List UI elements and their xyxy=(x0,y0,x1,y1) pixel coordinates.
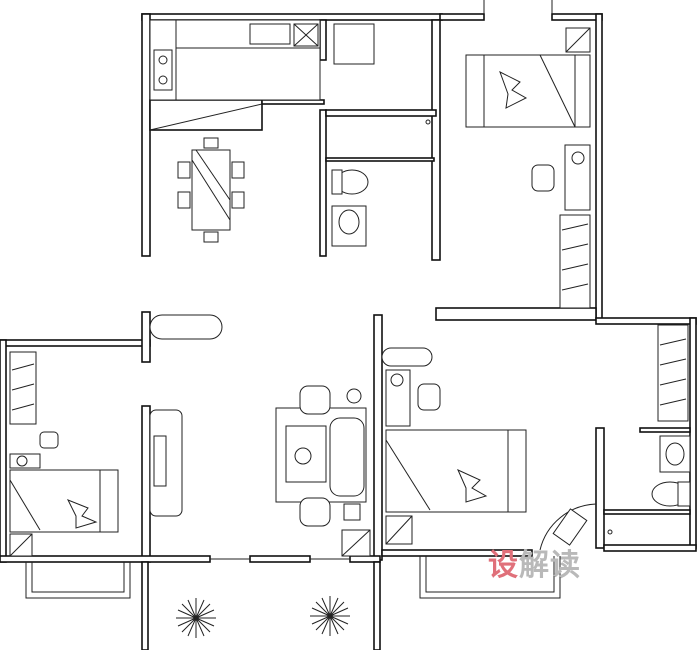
plants xyxy=(176,596,350,638)
watermark: 设解读 xyxy=(488,540,581,584)
bathroom-top xyxy=(331,119,431,247)
wardrobe-icon xyxy=(559,214,591,309)
plant-icon xyxy=(176,598,216,638)
wardrobe-icon xyxy=(9,351,37,425)
sink-icon xyxy=(249,23,291,45)
walls xyxy=(0,13,697,650)
kitchen xyxy=(149,19,375,131)
dining-table xyxy=(177,137,245,243)
bathroom-right xyxy=(607,324,691,535)
watermark-part2: 解读 xyxy=(519,548,581,583)
sofa-icon xyxy=(329,417,365,497)
bedroom-right xyxy=(385,369,597,551)
watermark-part1: 设 xyxy=(488,548,519,583)
wardrobe-icon xyxy=(657,324,689,422)
living-room xyxy=(210,385,371,560)
plant-icon xyxy=(310,596,350,636)
bedroom-top-right xyxy=(465,27,591,309)
bedroom-left xyxy=(9,351,183,557)
washer-icon xyxy=(333,23,375,65)
balconies xyxy=(25,0,561,599)
